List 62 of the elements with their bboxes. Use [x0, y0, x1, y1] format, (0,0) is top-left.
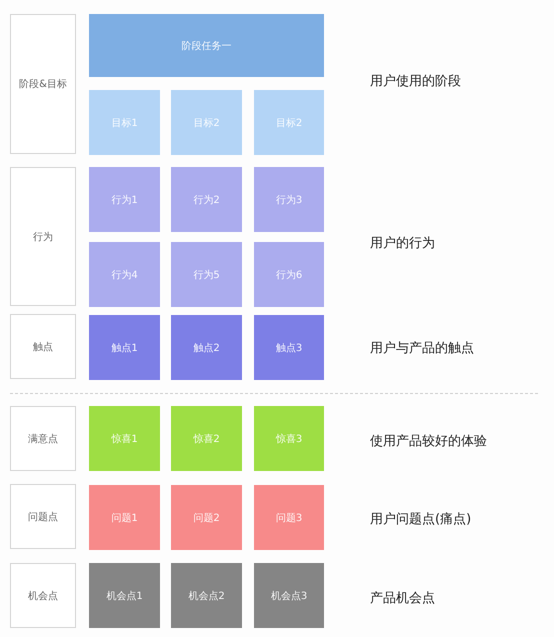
card [254, 242, 324, 307]
card-label: 行为1 [110, 194, 139, 206]
row-header-box [10, 167, 76, 306]
card [171, 563, 242, 628]
row-description: 用户问题点(痛点) [370, 511, 472, 528]
card-label: 问题1 [110, 512, 139, 524]
row-description: 使用产品较好的体验 [370, 433, 487, 450]
card [89, 90, 160, 155]
row-description: 产品机会点 [370, 590, 435, 607]
row-header-box [10, 563, 76, 628]
card-label: 触点1 [110, 342, 139, 354]
row-header-box [10, 314, 76, 379]
card [254, 406, 324, 471]
card-label: 惊喜3 [274, 432, 304, 446]
row-header-box [10, 406, 76, 471]
card-label: 问题3 [274, 512, 304, 524]
card-label: 触点2 [192, 342, 221, 354]
card-label: 触点 [32, 340, 54, 354]
card [89, 242, 160, 307]
card-label: 行为 [32, 230, 54, 244]
card [254, 167, 324, 232]
card [89, 167, 160, 232]
card [171, 90, 242, 155]
card [171, 406, 242, 471]
card-label: 行为2 [192, 194, 221, 206]
card [89, 406, 160, 471]
card [171, 315, 242, 380]
card-label: 阶段&目标 [18, 78, 68, 91]
card [89, 485, 160, 550]
card-label: 满意点 [27, 432, 59, 446]
row-description: 用户使用的阶段 [370, 73, 461, 90]
card-label: 目标2 [274, 116, 304, 130]
card-label: 触点3 [274, 342, 304, 354]
card-label: 机会点2 [187, 590, 226, 602]
card [89, 315, 160, 380]
card [89, 14, 324, 77]
row-description: 用户与产品的触点 [370, 340, 474, 357]
card-label: 问题2 [192, 512, 221, 524]
card [254, 563, 324, 628]
card [171, 485, 242, 550]
card-label: 惊喜1 [110, 432, 139, 446]
card-label: 行为3 [274, 194, 304, 206]
card-label: 机会点3 [270, 590, 308, 602]
card [171, 167, 242, 232]
card-label: 问题点 [27, 510, 59, 524]
card-label: 机会点 [27, 590, 59, 602]
card [254, 315, 324, 380]
card [171, 242, 242, 307]
card-label: 目标1 [110, 116, 139, 130]
row-header-box [10, 484, 76, 549]
card [254, 485, 324, 550]
card-label: 行为6 [274, 268, 304, 282]
card [89, 563, 160, 628]
card-label: 惊喜2 [192, 432, 221, 446]
row-description: 用户的行为 [370, 235, 435, 252]
card-label: 行为5 [192, 268, 221, 282]
card-label: 机会点1 [105, 590, 144, 602]
card-label: 行为4 [110, 268, 139, 282]
row-header-box [10, 14, 76, 154]
card [254, 90, 324, 155]
card-label: 目标2 [192, 116, 221, 130]
card-label: 阶段任务一 [180, 40, 232, 52]
